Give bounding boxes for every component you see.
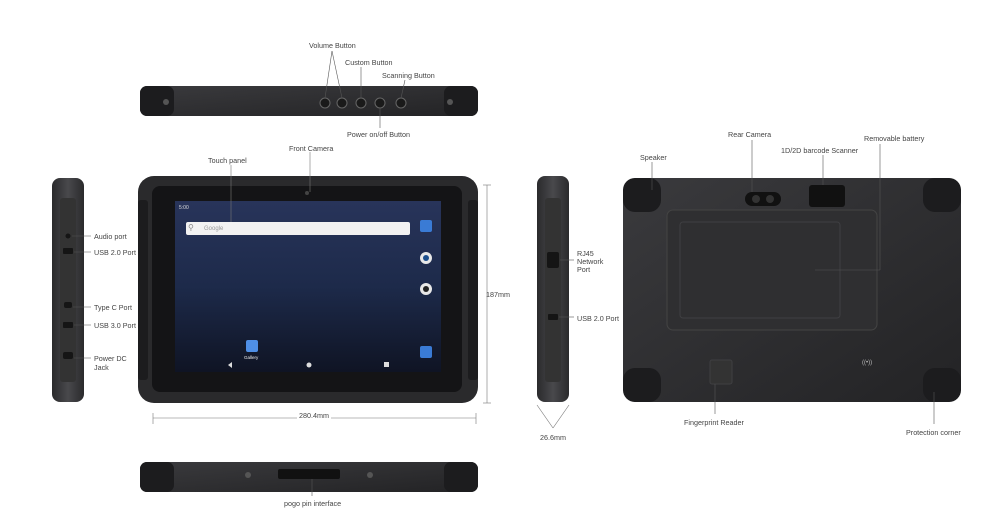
right-leader-lines [559, 259, 574, 318]
rear-camera-label: Rear Camera [728, 130, 772, 139]
rj45-port-label: Port [577, 265, 591, 274]
touch-panel-label: Touch panel [208, 156, 247, 165]
gallery-label: Gallery [244, 355, 259, 360]
depth-dimension-label: 26.6mm [540, 433, 566, 442]
left-side-view [52, 178, 91, 402]
power-button [395, 97, 407, 109]
nav-buttons [228, 362, 389, 368]
top-screw-right [447, 99, 453, 105]
gallery-icon [246, 340, 258, 352]
barcode-scanner-window [809, 185, 845, 207]
custom-button [355, 97, 367, 109]
power-dc-jack-label: Jack [94, 363, 109, 372]
height-dimension-label: 187mm [486, 290, 510, 299]
app-icons [246, 220, 432, 358]
back-view [623, 140, 961, 424]
scanning-button-label: Scanning Button [382, 71, 435, 80]
scanning-button [374, 97, 386, 109]
volume-down-button [319, 97, 331, 109]
protection-corner-label: Protection corner [906, 428, 961, 437]
barcode-scanner-label: 1D/2D barcode Scanner [781, 146, 859, 155]
pogo-pin-connector [278, 469, 340, 479]
right-usb2-port-label: USB 2.0 Port [577, 314, 619, 323]
protection-corners [623, 178, 961, 402]
volume-up-button [336, 97, 348, 109]
width-dimension-label: 280.4mm [297, 411, 331, 420]
top-leader-lines [324, 50, 406, 128]
pogo-pin-label: pogo pin interface [284, 499, 342, 508]
bottom-view [140, 462, 478, 496]
right-side-port-panel [545, 198, 561, 382]
audio-port-label: Audio port [94, 232, 127, 241]
depth-dimension [536, 404, 570, 429]
power-dc-label: Power DC [94, 354, 127, 363]
rear-camera-module [745, 192, 781, 206]
volume-button-label: Volume Button [309, 41, 356, 50]
right-ports [547, 252, 559, 320]
top-screw-left [163, 99, 169, 105]
fingerprint-reader-label: Fingerprint Reader [684, 418, 744, 427]
top-left-corner [140, 86, 174, 116]
typec-port-label: Type C Port [94, 303, 132, 312]
speaker-label: Speaker [640, 153, 667, 162]
usb3-port-label: USB 3.0 Port [94, 321, 136, 330]
power-button-label: Power on/off Button [347, 130, 410, 139]
front-side-grips [138, 200, 478, 380]
rj45-network-label: Network [577, 257, 604, 266]
search-placeholder: Google [204, 226, 224, 232]
fingerprint-reader-shape [709, 359, 733, 385]
left-leader-lines [72, 235, 91, 359]
front-camera-dot [305, 191, 309, 195]
left-usb2-port-label: USB 2.0 Port [94, 248, 136, 257]
front-view [138, 152, 491, 424]
top-right-corner [444, 86, 478, 116]
front-camera-label: Front Camera [289, 144, 334, 153]
rj45-label: RJ45 [577, 249, 594, 258]
removable-battery-label: Removable battery [864, 134, 925, 143]
back-leader-lines [651, 140, 935, 424]
search-bar-shape [186, 222, 410, 235]
right-side-view [536, 176, 574, 429]
nfc-icon: ((•)) [862, 360, 873, 366]
top-view [140, 50, 478, 128]
search-icon: ⚲ [188, 223, 194, 232]
custom-button-label: Custom Button [345, 58, 393, 67]
status-time: 5:00 [179, 205, 189, 211]
top-view-body [140, 86, 478, 116]
left-side-port-panel [60, 198, 76, 382]
left-ports [63, 233, 73, 359]
